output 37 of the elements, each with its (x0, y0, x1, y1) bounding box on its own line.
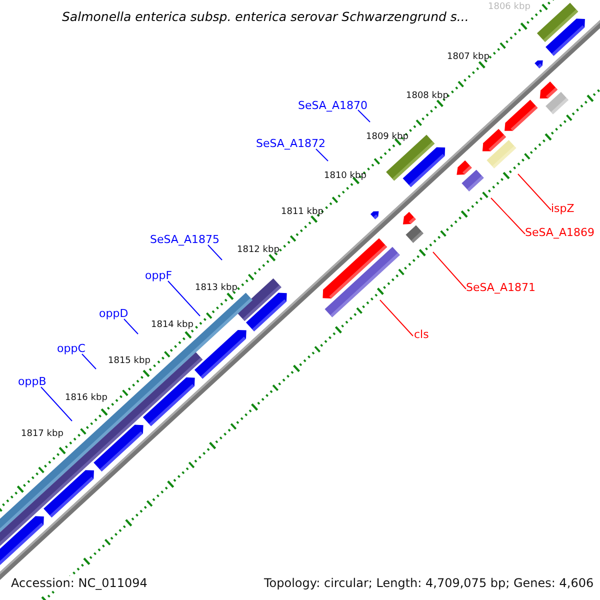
tick-label: 1808 kbp (406, 92, 448, 101)
gene-label: ispZ (551, 203, 574, 214)
gene-label: oppF (145, 270, 172, 281)
tick-label: 1806 kbp (488, 3, 530, 12)
tick-label: 1811 kbp (281, 208, 324, 217)
leader-line (316, 148, 328, 162)
info-text: Accession: NC_011094 (9, 576, 150, 590)
leader-line (380, 300, 414, 336)
tick-label: 1812 kbp (237, 246, 280, 255)
gene-label: SeSA_A1872 (256, 138, 326, 149)
leader-line (124, 318, 138, 334)
gene-label: SeSA_A1869 (525, 227, 594, 238)
gene-label: oppD (99, 308, 128, 319)
leader-line (490, 198, 526, 234)
tick-label: 1809 kbp (366, 133, 408, 142)
gene-label: SeSA_A1871 (466, 282, 536, 293)
leader-line (82, 354, 96, 370)
info-text: Topology: circular; Length: 4,709,075 bp; Genes: 4,606 (262, 576, 596, 590)
tick-label: 1817 kbp (21, 430, 64, 439)
leader-line (208, 244, 222, 260)
leader-line (40, 386, 72, 422)
leader-line (432, 252, 466, 290)
map-title: Salmonella enterica subsp. enterica serovar Schwarzengrund s... (62, 11, 469, 24)
leader-line (168, 280, 200, 316)
tick-label: 1810 kbp (324, 172, 366, 181)
gene-label: SeSA_A1870 (298, 100, 368, 111)
tick-label: 1807 kbp (447, 53, 490, 62)
tick-label: 1814 kbp (151, 321, 194, 330)
tick-label: 1813 kbp (195, 284, 238, 293)
gene-label: oppC (57, 343, 86, 354)
gene-label: SeSA_A1875 (150, 234, 220, 245)
leader-line (518, 174, 552, 210)
leader-line (358, 110, 370, 122)
tick-label: 1816 kbp (65, 394, 108, 403)
gene-label: oppB (18, 376, 46, 387)
gene-label: cls (414, 329, 429, 340)
tick-label: 1815 kbp (108, 357, 150, 366)
